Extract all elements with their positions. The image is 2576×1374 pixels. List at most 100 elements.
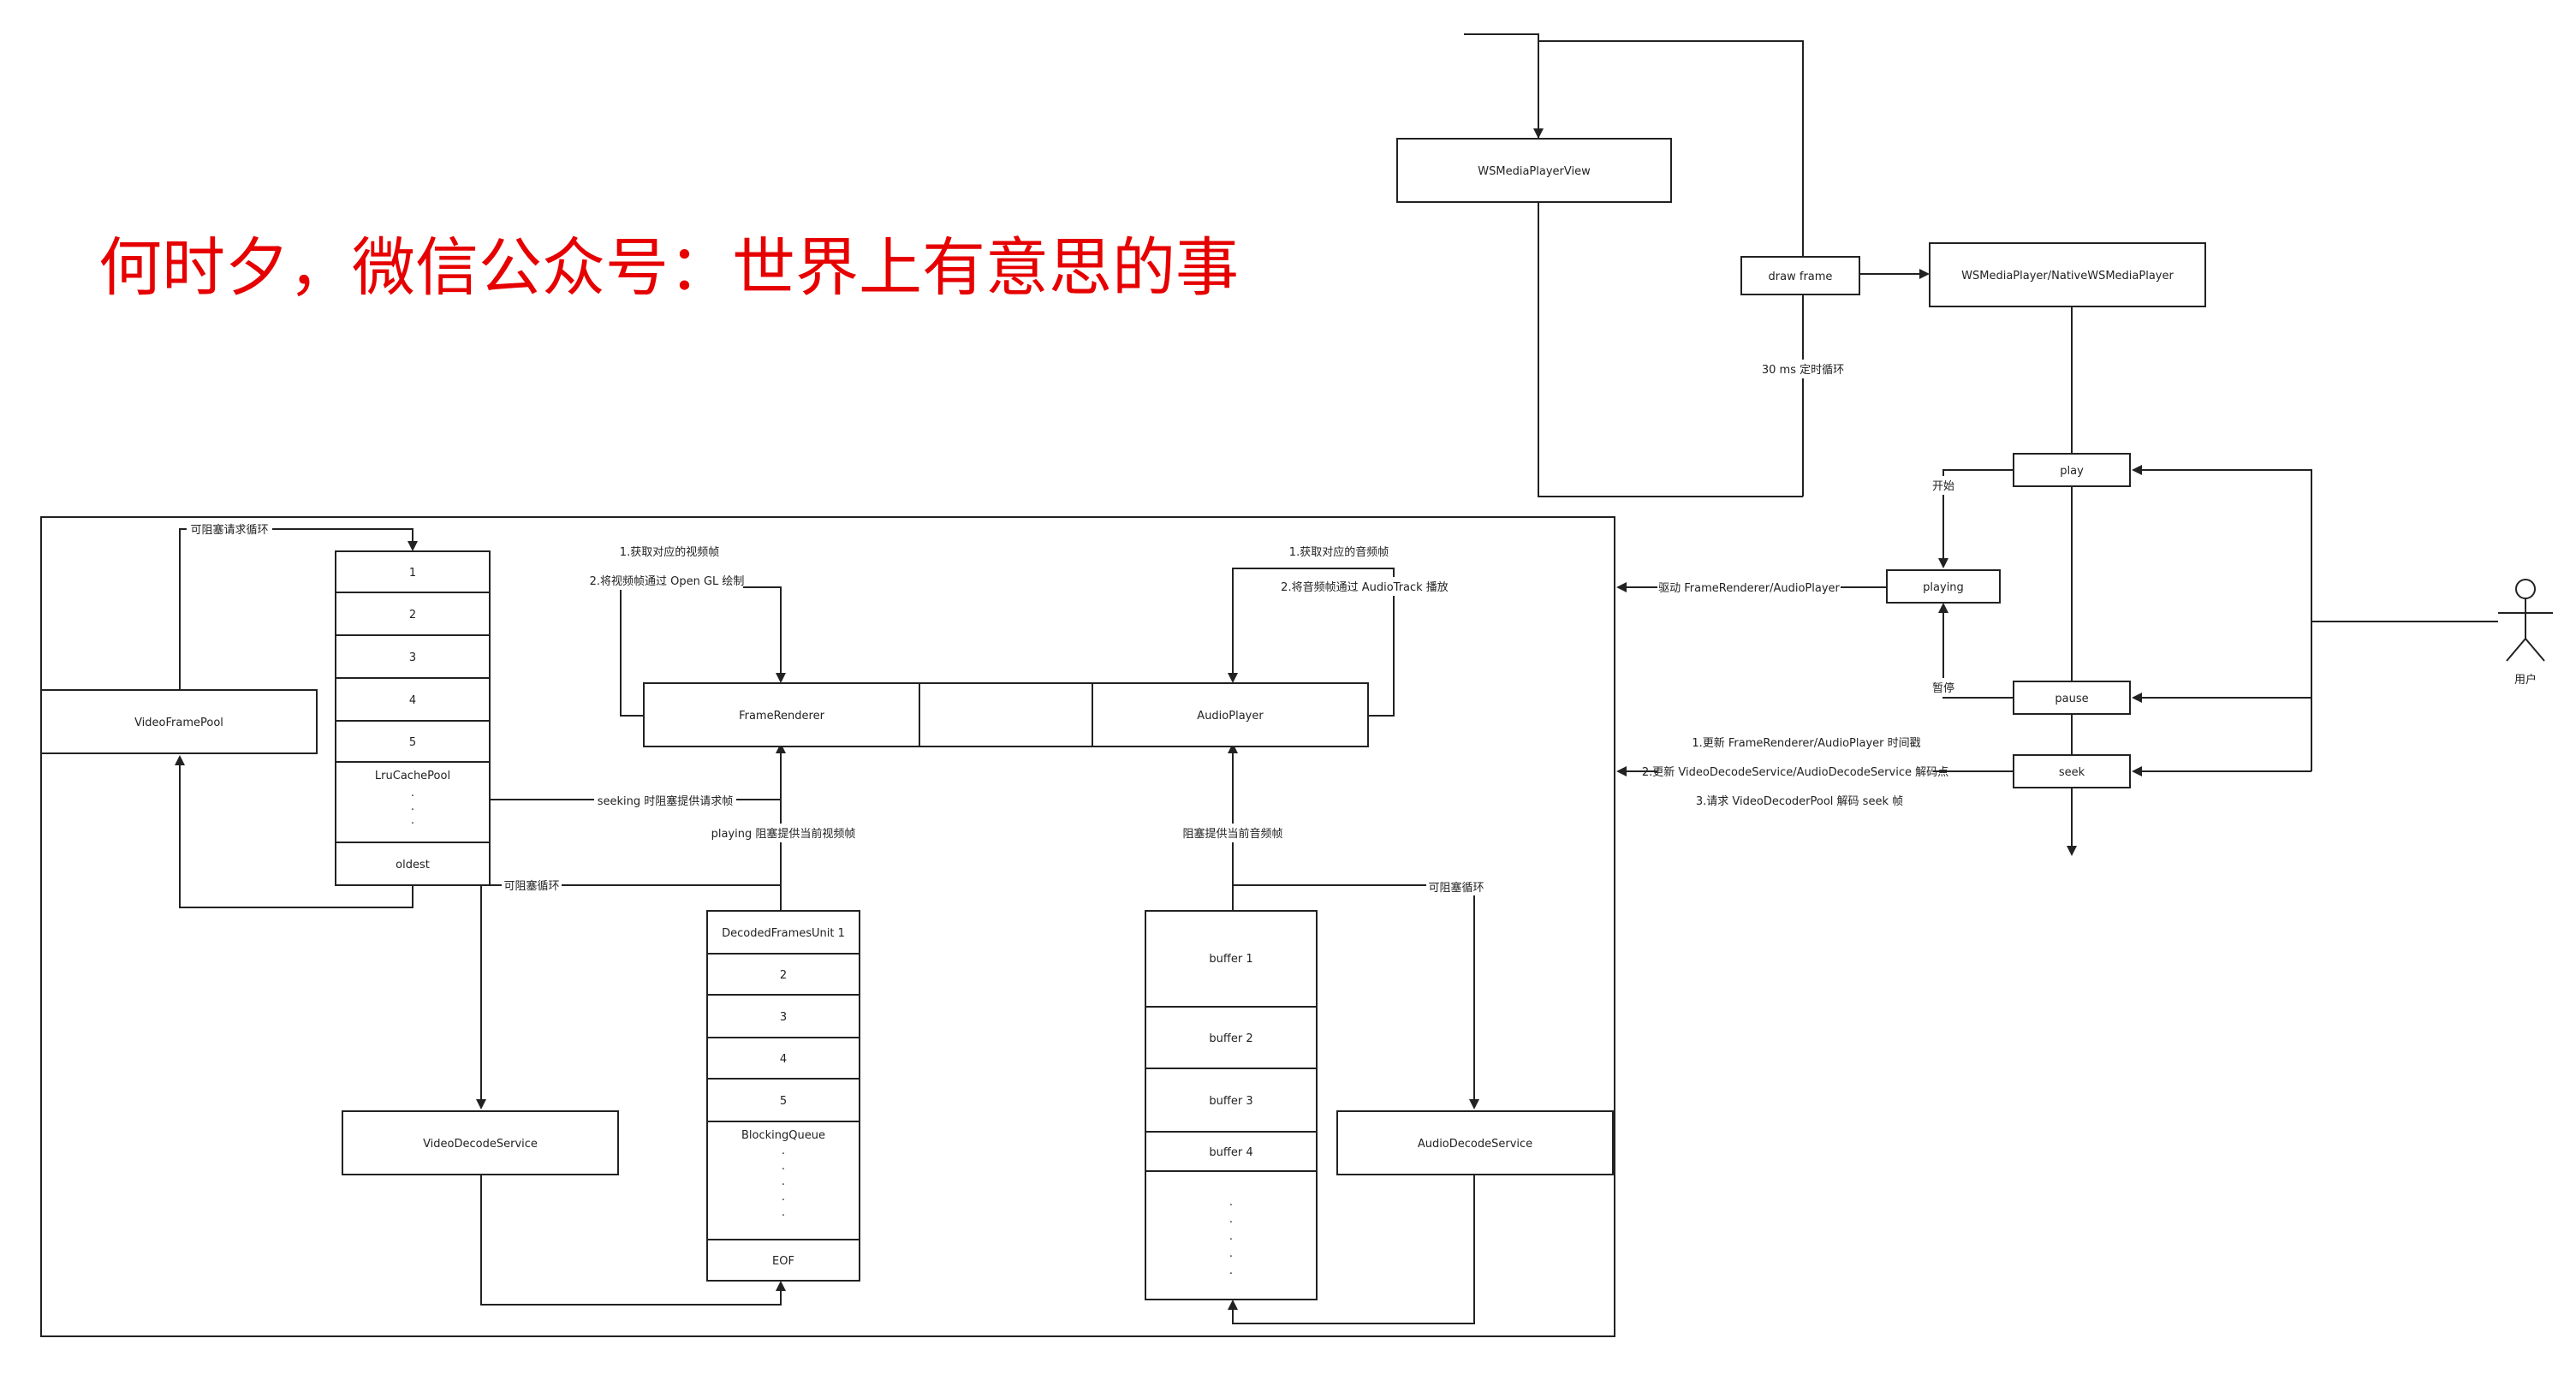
- engine-container: [40, 516, 1615, 1337]
- lru-oldest-label: oldest: [396, 859, 430, 871]
- user-actor[interactable]: 用户: [2498, 579, 2553, 687]
- ellipsis-dots: ·: [411, 790, 414, 803]
- loop-30ms-label: 30 ms 定时循环: [1762, 364, 1844, 377]
- lru-cell-label: 4: [409, 694, 416, 707]
- arrowhead: [1228, 673, 1238, 683]
- playing-provide-label: playing 阻塞提供当前视频帧: [711, 827, 856, 841]
- ellipsis-dots: ·: [782, 1210, 785, 1222]
- draw-frame-box[interactable]: draw frame: [1740, 256, 1860, 295]
- arrowhead: [1533, 128, 1544, 139]
- lru-cache-cell-1: 1: [335, 550, 491, 593]
- arrowhead: [1938, 603, 1948, 613]
- decoded-cell-4: 4: [706, 1037, 860, 1080]
- play-label: play: [2060, 465, 2084, 478]
- ellipsis-dots: ·: [782, 1179, 785, 1192]
- ellipsis-dots: ·: [411, 804, 414, 817]
- pool-request-loop-wire: [179, 528, 413, 690]
- lru-cache-cell-3: 3: [335, 634, 491, 679]
- decoded-cell-label: DecodedFramesUnit 1: [722, 927, 845, 940]
- video-decode-service-label: VideoDecodeService: [423, 1138, 538, 1151]
- ellipsis-dots: ·: [1229, 1234, 1233, 1246]
- video-frame-pool-label: VideoFramePool: [134, 717, 223, 729]
- blocking-queue-label: BlockingQueue: [741, 1129, 825, 1142]
- user-head-icon: [2515, 579, 2536, 599]
- audio-buffer-label: buffer 3: [1209, 1095, 1252, 1108]
- audio-player-box[interactable]: AudioPlayer: [1092, 682, 1369, 747]
- audio-decode-service-label: AudioDecodeService: [1418, 1138, 1532, 1151]
- loop-30ms-wire-bottom: [1538, 203, 1803, 497]
- decoded-cell-label: 5: [780, 1095, 787, 1108]
- eof-label: EOF: [772, 1255, 794, 1268]
- video-step-1-label: 1.获取对应的视频帧: [620, 545, 719, 559]
- blocking-queue-box[interactable]: BlockingQueue · · · · ·: [706, 1121, 860, 1240]
- ellipsis-dots: ·: [782, 1163, 785, 1176]
- audio-steps-wire: [1232, 568, 1395, 717]
- arrowhead: [2132, 465, 2142, 475]
- video-frame-pool-box[interactable]: VideoFramePool: [40, 689, 318, 754]
- lru-cache-cell-5: 5: [335, 720, 491, 763]
- audio-buffer-label: buffer 1: [1209, 953, 1252, 966]
- arrowhead: [408, 541, 418, 551]
- drive-label: 驱动 FrameRenderer/AudioPlayer: [1658, 582, 1840, 595]
- audio-buffer-4: buffer 4: [1145, 1131, 1318, 1172]
- frame-renderer-label: FrameRenderer: [739, 710, 824, 723]
- seek-step-1-label: 1.更新 FrameRenderer/AudioPlayer 时间戳: [1692, 736, 1920, 750]
- arrowhead: [776, 743, 786, 753]
- ws-media-player-view-box[interactable]: WSMediaPlayerView: [1396, 138, 1672, 203]
- arrowhead: [1469, 1099, 1479, 1109]
- user-to-play-wire: [2142, 469, 2312, 771]
- blocking-loop-left-label: 可阻塞循环: [503, 879, 559, 893]
- decoded-cell-label: 3: [780, 1011, 787, 1024]
- ws-media-player-view-label: WSMediaPlayerView: [1478, 165, 1591, 178]
- lru-cache-pool-box[interactable]: LruCachePool · · ·: [335, 761, 491, 843]
- arrowhead: [776, 673, 786, 683]
- audio-buffer-1: buffer 1: [1145, 910, 1318, 1008]
- ws-media-player-box[interactable]: WSMediaPlayer/NativeWSMediaPlayer: [1929, 242, 2206, 307]
- video-decode-service-box[interactable]: VideoDecodeService: [342, 1110, 619, 1175]
- seek-box[interactable]: seek: [2013, 754, 2131, 788]
- ellipsis-dots: ·: [1229, 1216, 1233, 1229]
- ellipsis-dots: ·: [782, 1194, 785, 1207]
- lru-cell-label: 3: [409, 651, 416, 664]
- arrowhead: [1616, 582, 1627, 592]
- ws-media-player-label: WSMediaPlayer/NativeWSMediaPlayer: [1961, 270, 2174, 283]
- lru-cache-cell-4: 4: [335, 677, 491, 722]
- renderer-spacer-box: [919, 682, 1093, 747]
- lru-cell-label: 2: [409, 609, 416, 622]
- blocking-provide-audio-label: 阻塞提供当前音频帧: [1182, 827, 1282, 841]
- audio-player-label: AudioPlayer: [1197, 710, 1264, 723]
- video-step-2-label: 2.将视频帧通过 Open GL 绘制: [590, 575, 745, 588]
- audio-buffer-2: buffer 2: [1145, 1006, 1318, 1069]
- pool-request-loop-label: 可阻塞请求循环: [190, 523, 268, 537]
- video-decode-to-queue-wire: [480, 1175, 782, 1306]
- play-to-playing-wire: [1942, 469, 2014, 558]
- audio-decode-service-box[interactable]: AudioDecodeService: [1336, 1110, 1614, 1175]
- lru-cell-label: 1: [409, 567, 416, 580]
- arrowhead: [1616, 766, 1627, 776]
- lru-cell-label: 5: [409, 736, 416, 749]
- pause-label: pause: [2055, 693, 2088, 705]
- pause-box[interactable]: pause: [2013, 681, 2131, 715]
- play-box[interactable]: play: [2013, 453, 2131, 487]
- ellipsis-dots: ·: [782, 1148, 785, 1161]
- lru-cache-pool-label: LruCachePool: [375, 770, 450, 782]
- audio-step-1-label: 1.获取对应的音频帧: [1289, 545, 1389, 559]
- decoded-cell-label: 4: [780, 1053, 787, 1066]
- decoded-cell-2: 2: [706, 953, 860, 996]
- eof-cell: EOF: [706, 1239, 860, 1282]
- decoded-cell-1: DecodedFramesUnit 1: [706, 910, 860, 955]
- ellipsis-dots: ·: [411, 818, 414, 830]
- arrowhead: [1919, 269, 1930, 279]
- frame-renderer-box[interactable]: FrameRenderer: [643, 682, 920, 747]
- arrowhead: [2067, 846, 2077, 856]
- pause-to-playing-wire: [1942, 613, 2014, 699]
- ellipsis-dots: ·: [1229, 1268, 1233, 1281]
- seeking-request-label: seeking 时阻塞提供请求帧: [598, 794, 734, 808]
- arrowhead: [1228, 1300, 1238, 1310]
- arrowhead: [2132, 766, 2142, 776]
- seek-label: seek: [2059, 766, 2085, 779]
- seek-step-2-label: 2.更新 VideoDecodeService/AudioDecodeServi…: [1642, 765, 1948, 779]
- playing-box[interactable]: playing: [1886, 569, 2001, 604]
- decoded-cell-5: 5: [706, 1078, 860, 1122]
